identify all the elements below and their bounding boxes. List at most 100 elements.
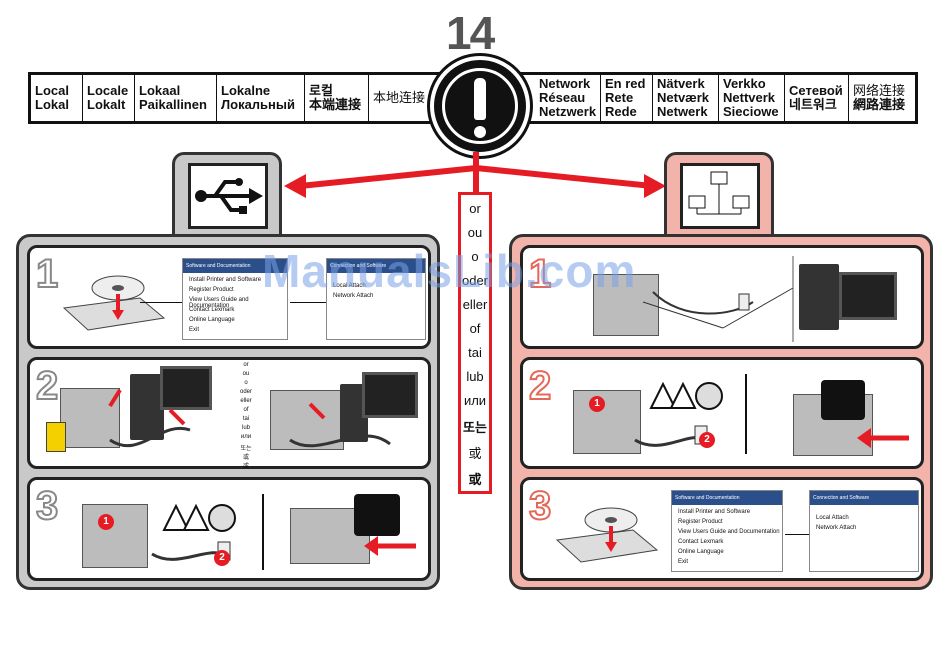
or-word: oder	[461, 273, 489, 288]
step-number: 3	[528, 483, 552, 529]
network-label: Nettverk	[723, 90, 776, 105]
network-label: Sieciowe	[723, 104, 779, 119]
local-label-cell: Local Lokal	[31, 75, 83, 121]
left-arrowhead	[284, 174, 306, 198]
power-switch-icon	[821, 380, 865, 420]
network-step-3: 3 Software and Documentation Install Pri…	[520, 477, 924, 581]
local-step-2: 2 or ou o oder eller of tai lub или 또는 或…	[27, 357, 431, 470]
monitor-icon	[362, 372, 418, 418]
step-number: 1	[528, 251, 552, 297]
or-word: of	[469, 321, 481, 336]
or-word: eller	[462, 297, 488, 312]
printer-illustration	[573, 390, 641, 454]
software-screen: Software and Documentation Install Print…	[671, 490, 783, 572]
usb-cable-illustration	[289, 402, 391, 448]
local-label: Local	[35, 83, 69, 98]
network-label: En red	[605, 76, 646, 91]
network-label-cell: En red Rete Rede	[601, 75, 653, 121]
printer-illustration	[593, 274, 659, 336]
network-label: Verkko	[723, 76, 766, 91]
network-tab	[664, 152, 774, 238]
or-word: 或	[468, 472, 482, 487]
local-label-cell: 本地连接	[369, 75, 439, 121]
network-label: Rede	[605, 104, 637, 119]
cd-drive-illustration	[555, 507, 659, 563]
usb-icon-box	[188, 163, 268, 229]
computer-tower-icon	[799, 264, 839, 330]
left-arrow-line	[299, 152, 479, 189]
right-arrowhead	[644, 174, 666, 198]
local-label: Paikallinen	[139, 97, 207, 112]
local-label-cell: 로컬 本端連接	[305, 75, 369, 121]
local-label: Lokalt	[87, 97, 126, 112]
network-label: Сетевой	[789, 83, 843, 98]
local-label: 本端連接	[309, 97, 362, 112]
watermark-text: ManualsLib.com	[262, 245, 637, 297]
local-label-cell: Locale Lokalt	[83, 75, 135, 121]
monitor-icon	[160, 366, 212, 410]
network-label: Netværk	[657, 90, 710, 105]
network-label: Network	[539, 76, 591, 91]
printer-illustration	[82, 504, 148, 568]
power-switch-icon	[354, 494, 400, 536]
warning-label	[46, 422, 66, 452]
step-badge: 1	[589, 396, 605, 412]
local-label: Локальный	[221, 97, 295, 112]
network-step-2: 2 1 2	[520, 357, 924, 469]
electrical-hazard-warning-icon	[649, 381, 723, 410]
divider	[262, 494, 264, 570]
step-number: 2	[528, 363, 552, 409]
usb-tab	[172, 152, 282, 238]
or-word: 또는	[463, 420, 487, 435]
right-arrow-line	[475, 165, 653, 189]
local-label: Lokaal	[139, 83, 181, 98]
network-label: Netzwerk	[539, 104, 597, 119]
or-word-list: or ou o oder eller of tai lub или 또는 或 或	[458, 192, 492, 494]
local-label-cell: Lokaal Paikallinen	[135, 75, 217, 121]
local-label: Lokalne	[221, 83, 271, 98]
local-label: 로컬	[309, 83, 333, 98]
network-icon	[688, 171, 750, 215]
network-connection-panel: 1 2 1 2	[509, 234, 933, 590]
red-arrow-icon	[364, 536, 416, 556]
or-word: ou	[467, 225, 483, 240]
or-word: o	[471, 249, 479, 264]
network-step-1: 1	[520, 245, 924, 349]
network-label: 網路連接	[853, 97, 906, 112]
local-label: 本地连接	[373, 90, 426, 105]
usb-cable-illustration	[108, 388, 191, 448]
exclamation-icon	[430, 56, 530, 156]
or-word: or	[469, 201, 481, 216]
or-word: 或	[468, 446, 482, 461]
network-label-cell: Network Réseau Netzwerk	[535, 75, 601, 121]
step-number: 2	[35, 363, 59, 409]
printer-illustration	[270, 390, 344, 450]
software-screen: Software and Documentation Install Print…	[182, 258, 288, 340]
connection-screen: Connection and Software Local Attach Net…	[326, 258, 426, 340]
network-label: Netwerk	[657, 104, 708, 119]
local-step-3: 3 1 2	[27, 477, 431, 581]
step-badge: 2	[214, 550, 230, 566]
or-word: или	[463, 393, 487, 408]
usb-icon	[195, 178, 263, 214]
network-label: Rete	[605, 90, 634, 105]
network-label: Nätverk	[657, 76, 705, 91]
step-number: 1	[35, 251, 59, 297]
mini-or-list: or ou o oder eller of tai lub или 또는 或 或	[239, 362, 252, 470]
local-connection-panel: 1 Software and Documentation Install Pri…	[16, 234, 440, 590]
monitor-icon	[839, 272, 897, 320]
network-label: 네트워크	[789, 97, 837, 112]
network-icon-box	[680, 163, 760, 229]
local-label: Lokal	[35, 97, 69, 112]
divider	[745, 374, 747, 454]
step-badge: 2	[699, 432, 715, 448]
electrical-hazard-warning-icon	[162, 503, 236, 532]
network-label: 网络连接	[853, 83, 906, 98]
computer-tower-icon	[130, 374, 164, 440]
local-label-cell: Lokalne Локальный	[217, 75, 305, 121]
red-arrow-icon	[857, 428, 909, 448]
step-number: 3	[35, 483, 59, 529]
connection-screen: Connection and Software Local Attach Net…	[809, 490, 919, 572]
network-label-cell: Сетевой 네트워크	[785, 75, 849, 121]
network-label: Réseau	[539, 90, 586, 105]
